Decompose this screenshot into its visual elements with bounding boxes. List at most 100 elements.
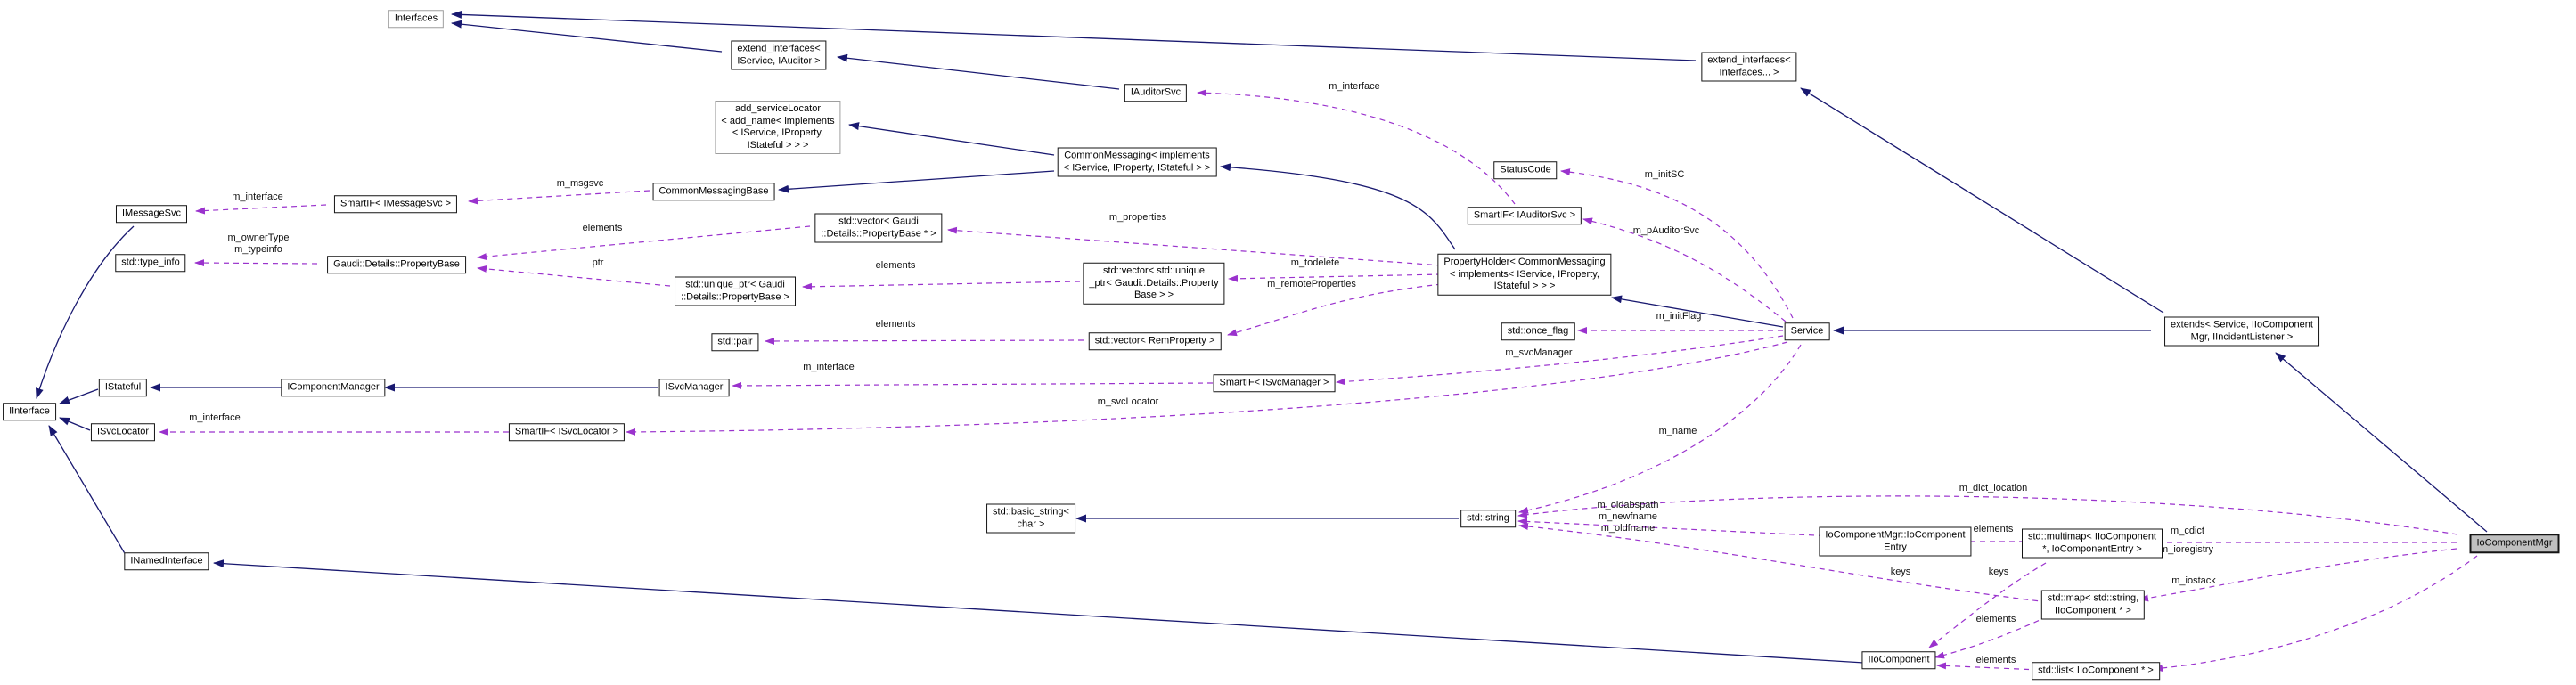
edge-vector-propertybase-ptr-to-gaudi-details-propertybase	[477, 225, 811, 261]
node-add-servicelocator[interactable]: add_serviceLocator< add_name< implements…	[715, 101, 841, 154]
edge-label-m_initFlag: m_initFlag	[1656, 311, 1702, 322]
node-std-pair[interactable]: std::pair	[711, 333, 759, 351]
node-vector-remproperty[interactable]: std::vector< RemProperty >	[1088, 332, 1222, 350]
node-std-string[interactable]: std::string	[1460, 510, 1516, 527]
node-label-line: ISvcLocator	[96, 426, 150, 437]
node-gaudi-details-propertybase[interactable]: Gaudi::Details::PropertyBase	[327, 256, 466, 273]
node-label-line: std::vector< std::unique	[1102, 265, 1206, 276]
edge-label-m_properties: m_properties	[1109, 212, 1166, 224]
node-commonmessaging[interactable]: CommonMessaging< implements< IService, I…	[1057, 147, 1217, 177]
node-label-line: IIoComponent	[1868, 654, 1930, 665]
node-isvcmanager[interactable]: ISvcManager	[658, 379, 730, 396]
node-std-basic-string[interactable]: std::basic_string<char >	[986, 503, 1075, 534]
edge-smartif-imessagesvc-to-imessagesvc	[195, 204, 327, 215]
node-isvclocator[interactable]: ISvcLocator	[90, 423, 156, 441]
edge-label-line: m_ioregistry	[2160, 544, 2213, 555]
node-extend-interfaces-iservice-iauditor[interactable]: extend_interfaces<IService, IAuditor >	[731, 40, 827, 70]
node-label-line: std::once_flag	[1507, 325, 1569, 337]
node-iauditorsvc[interactable]: IAuditorSvc	[1124, 84, 1188, 102]
edge-inamedinterface-to-iinterface	[48, 425, 127, 556]
node-extend-interfaces-variadic[interactable]: extend_interfaces<Interfaces... >	[1701, 52, 1797, 82]
edge-label-m_remoteProperties: m_remoteProperties	[1267, 279, 1356, 290]
node-icomponentmanager[interactable]: IComponentManager	[281, 379, 386, 396]
node-label-line: Base > >	[1133, 289, 1174, 300]
node-label-line: ISvcManager	[665, 381, 724, 393]
edge-label-line: m_name	[1658, 426, 1697, 436]
node-label-line: char >	[1017, 518, 1045, 529]
node-iiocomponent[interactable]: IIoComponent	[1861, 651, 1936, 669]
node-smartif-isvclocator[interactable]: SmartIF< ISvcLocator >	[508, 423, 626, 441]
node-label-line: PropertyHolder< CommonMessaging	[1443, 256, 1606, 267]
edge-label-m_iostack: m_iostack	[2171, 575, 2216, 587]
node-interfaces[interactable]: Interfaces	[388, 10, 445, 28]
node-label-line: IIoComponent * >	[2055, 605, 2131, 616]
node-label-line: std::string	[1467, 512, 1509, 524]
edge-label-elements: elements	[1976, 614, 2016, 625]
node-std-type-info[interactable]: std::type_info	[115, 254, 186, 272]
node-multimap-iiocomponent[interactable]: std::multimap< IIoComponent*, IoComponen…	[2022, 528, 2163, 559]
edge-label-m_svcManager: m_svcManager	[1505, 347, 1572, 359]
node-imessagesvc[interactable]: IMessageSvc	[115, 205, 188, 223]
edge-label-line: m_oldabspath	[1597, 500, 1659, 510]
edge-label-line: m_interface	[232, 192, 283, 202]
edge-label-line: m_dict_location	[1959, 483, 2028, 493]
edge-label-m_initSC: m_initSC	[1645, 169, 1685, 181]
edge-label-line: elements	[1975, 655, 2016, 665]
node-vector-unique-ptr[interactable]: std::vector< std::unique_ptr< Gaudi::Det…	[1083, 262, 1225, 305]
edge-label-line: m_initFlag	[1656, 311, 1702, 322]
node-label-line: IAuditorSvc	[1130, 86, 1182, 98]
edge-propertyholder-to-vector-unique-ptr	[1228, 273, 1443, 282]
edge-label-line: elements	[875, 319, 916, 330]
edge-gaudi-details-propertybase-to-std-type-info	[194, 259, 318, 267]
edge-commonmessaging-to-commonmessagingbase	[778, 170, 1055, 193]
edge-label-m_dict_location: m_dict_location	[1959, 483, 2027, 494]
node-label-line: Gaudi::Details::PropertyBase	[333, 258, 460, 270]
edge-unique-ptr-propertybase-to-gaudi-details-propertybase	[477, 265, 671, 287]
edge-label-elements: elements	[583, 223, 623, 234]
edge-iocomponentmgr-to-list-iiocomponent	[2153, 555, 2478, 673]
edge-label-elements: elements	[876, 319, 916, 330]
edge-label-line: m_oldfname	[1600, 523, 1656, 534]
node-label-line: std::vector< RemProperty >	[1094, 335, 1215, 347]
node-inamedinterface[interactable]: INamedInterface	[124, 552, 209, 570]
node-vector-propertybase-ptr[interactable]: std::vector< Gaudi::Details::PropertyBas…	[814, 213, 943, 243]
edge-label-m_msgsvc: m_msgsvc	[557, 178, 604, 190]
node-label-line: Service	[1790, 325, 1824, 337]
node-service[interactable]: Service	[1784, 322, 1830, 340]
node-unique-ptr-propertybase[interactable]: std::unique_ptr< Gaudi::Details::Propert…	[675, 276, 796, 306]
node-iinterface[interactable]: IInterface	[3, 403, 56, 420]
node-smartif-isvcmanager[interactable]: SmartIF< ISvcManager >	[1213, 374, 1336, 392]
edge-label-line: elements	[1975, 614, 2016, 624]
node-label-line: _ptr< Gaudi::Details::Property	[1089, 277, 1219, 289]
node-label-line: IStateful > > >	[1493, 280, 1556, 291]
node-label-line: < IService, IProperty, IStateful > >	[1063, 162, 1211, 173]
node-propertyholder[interactable]: PropertyHolder< CommonMessaging< impleme…	[1437, 253, 1612, 296]
edge-label-elements: elements	[1974, 524, 2014, 535]
node-smartif-imessagesvc[interactable]: SmartIF< IMessageSvc >	[333, 195, 458, 213]
node-label-line: < implements< IService, IProperty,	[1450, 268, 1599, 280]
node-label-line: std::type_info	[121, 257, 180, 268]
node-label-line: SmartIF< ISvcManager >	[1219, 377, 1329, 388]
node-map-string-iiocomponent[interactable]: std::map< std::string,IIoComponent * >	[2040, 590, 2146, 620]
node-statuscode[interactable]: StatusCode	[1493, 161, 1558, 179]
edge-iocomponentmgr-to-extends-service	[2275, 352, 2488, 533]
node-commonmessagingbase[interactable]: CommonMessagingBase	[652, 183, 775, 200]
edge-label-m_interface: m_interface	[803, 362, 854, 373]
edge-service-to-std-string	[1518, 344, 1802, 514]
node-list-iiocomponent[interactable]: std::list< IIoComponent * >	[2032, 662, 2160, 680]
edge-label-m_ioregistry: m_ioregistry	[2160, 544, 2213, 556]
node-label-line: Interfaces... >	[1719, 67, 1779, 77]
edge-commonmessagingbase-to-smartif-imessagesvc	[468, 190, 650, 205]
node-smartif-iauditorsvc[interactable]: SmartIF< IAuditorSvc >	[1467, 207, 1582, 224]
edge-label-elements: elements	[1976, 655, 2016, 666]
node-std-once-flag[interactable]: std::once_flag	[1501, 322, 1575, 340]
node-istateful[interactable]: IStateful	[98, 379, 148, 396]
edge-label-line: m_initSC	[1644, 169, 1685, 180]
edge-map-string-iiocomponent-to-iiocomponent	[1934, 616, 2049, 659]
edge-extend-interfaces-iservice-iauditor-to-interfaces	[451, 20, 723, 53]
